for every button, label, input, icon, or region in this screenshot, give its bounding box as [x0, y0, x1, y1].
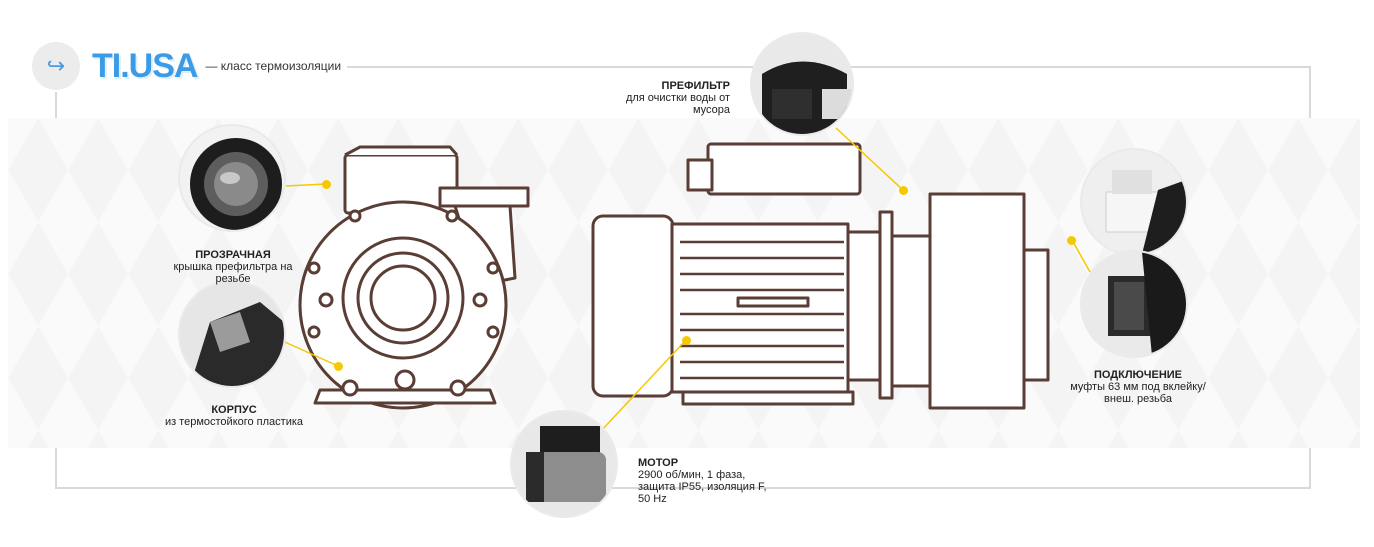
body-desc-1: из термостойкого пластика	[164, 416, 304, 428]
marker-body[interactable]	[334, 362, 343, 371]
connection-desc-1: муфты 63 мм под вклейку/	[1070, 381, 1206, 393]
lid-title: ПРОЗРАЧНАЯ	[195, 249, 271, 261]
pump-front-view	[298, 145, 530, 410]
body-title: КОРПУС	[211, 404, 257, 416]
lid-desc-1: крышка префильтра на	[173, 261, 293, 273]
body-photo-image	[180, 282, 284, 386]
connection-desc-2: внеш. резьба	[1104, 393, 1172, 405]
connection-photo-1-image	[1082, 150, 1186, 254]
prefilter-callout: ПРЕФИЛЬТР для очистки воды от мусора	[590, 80, 730, 116]
motor-callout: МОТОР 2900 об/мин, 1 фаза, защита IP55, …	[638, 457, 798, 505]
brand-subtitle: — класс термоизоляции	[205, 59, 342, 73]
body-callout: КОРПУС из термостойкого пластика	[152, 404, 316, 428]
prefilter-photo-image	[752, 34, 852, 134]
connection-photo-1	[1082, 150, 1186, 254]
lid-callout: ПРОЗРАЧНАЯ крышка префильтра на резьбе	[160, 249, 306, 285]
marker-prefilter[interactable]	[899, 186, 908, 195]
connection-title: ПОДКЛЮЧЕНИЕ	[1093, 369, 1183, 381]
motor-photo	[512, 412, 616, 516]
motor-desc-3: 50 Hz	[638, 493, 667, 505]
motor-photo-image	[512, 412, 616, 516]
header: ↪ TI.USA — класс термоизоляции	[32, 40, 348, 92]
motor-title: МОТОР	[638, 457, 679, 469]
return-arrow-icon[interactable]: ↪	[32, 42, 80, 90]
lid-desc-2: резьбе	[215, 273, 251, 285]
brand-title: TI.USA	[92, 46, 198, 85]
motor-fins	[680, 240, 844, 380]
motor-desc-1: 2900 об/мин, 1 фаза,	[638, 469, 746, 481]
marker-lid[interactable]	[322, 180, 331, 189]
prefilter-desc-1: для очистки воды от	[625, 92, 730, 104]
connection-photo-2	[1082, 252, 1186, 356]
body-photo	[180, 282, 284, 386]
prefilter-photo	[752, 34, 852, 134]
lid-photo-image	[190, 138, 282, 230]
connection-photo-2-image	[1082, 252, 1186, 356]
prefilter-desc-2: мусора	[692, 104, 730, 116]
marker-connection[interactable]	[1067, 236, 1076, 245]
prefilter-title: ПРЕФИЛЬТР	[661, 80, 730, 92]
connection-callout: ПОДКЛЮЧЕНИЕ муфты 63 мм под вклейку/ вне…	[1058, 369, 1218, 405]
motor-desc-2: защита IP55, изоляция F,	[638, 481, 767, 493]
lid-photo	[180, 126, 284, 230]
marker-motor[interactable]	[682, 336, 691, 345]
pump-side-view	[591, 142, 1050, 410]
